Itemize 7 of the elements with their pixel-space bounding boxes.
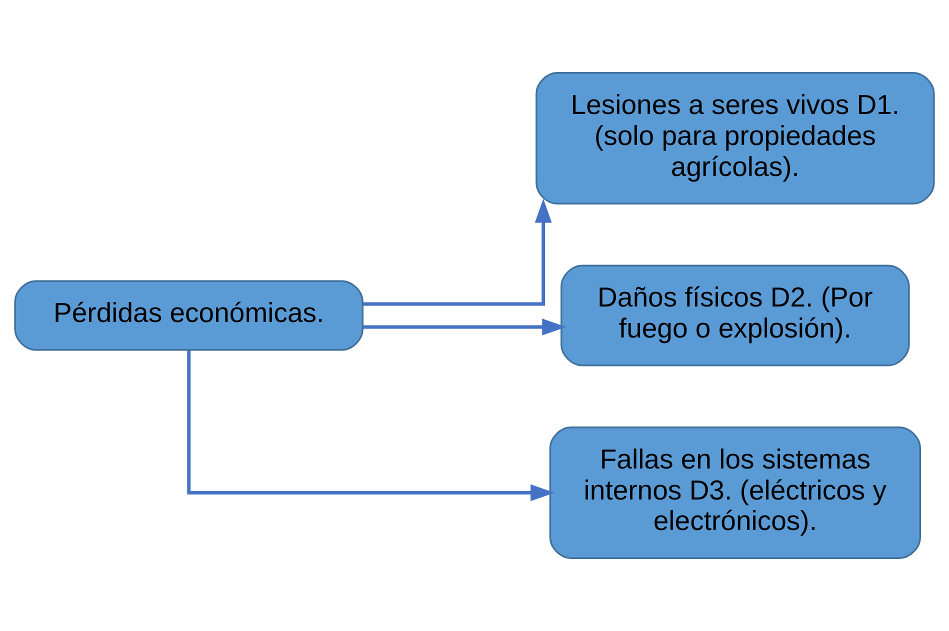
- arrow: [362, 198, 552, 306]
- node-box: Lesiones a seres vivos D1. (solo para propiedades agrícolas).: [536, 72, 935, 205]
- node-box: Pérdidas económicas.: [14, 280, 364, 351]
- node-box: Daños físicos D2. (Por fuego o explosión).: [560, 264, 910, 366]
- arrow: [363, 318, 566, 336]
- node-box: Fallas en los sistemas internos D3. (eléctricos y electrónicos).: [549, 426, 922, 559]
- arrow: [187, 350, 555, 502]
